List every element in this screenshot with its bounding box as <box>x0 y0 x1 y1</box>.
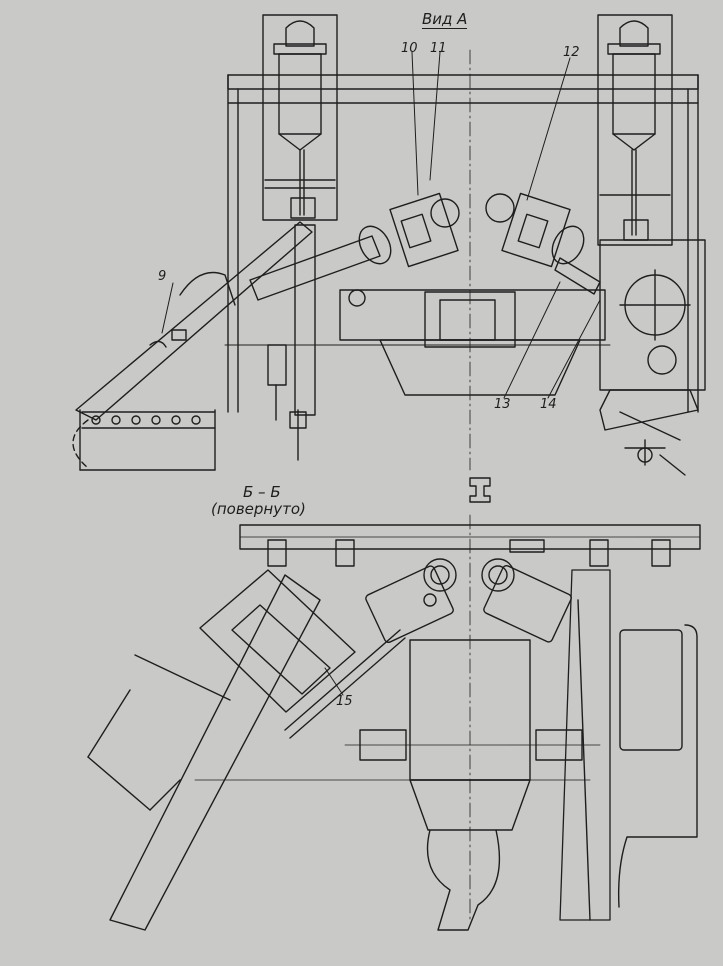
left-drilling-head <box>249 192 460 307</box>
view-a-drawing <box>72 14 706 503</box>
carriage-body <box>339 289 606 341</box>
hydraulic-link-15 <box>284 629 406 739</box>
left-conveyor-boom <box>72 221 313 471</box>
motor-housing <box>179 271 236 306</box>
right-drilling-head <box>485 192 601 295</box>
conveyor-rollers <box>91 415 201 425</box>
section-bb-subtitle: (повернуто) <box>211 500 306 518</box>
carriage-hopper <box>379 339 581 396</box>
frame-top-beam <box>227 74 699 90</box>
upper-clamps <box>267 539 671 567</box>
view-a-title: Вид А <box>422 10 468 29</box>
motor-guide-rail <box>109 574 321 931</box>
callout-15: 15 <box>336 694 353 709</box>
right-hydraulic-column <box>597 14 673 246</box>
leader-lines <box>161 51 601 696</box>
left-inclined-motor <box>87 569 356 931</box>
section-bb-title: Б – Б <box>243 483 281 501</box>
bb-left-head <box>365 558 457 644</box>
central-carriage <box>224 289 611 396</box>
cylinder-cap-left <box>285 20 315 47</box>
bb-right-head <box>481 558 572 643</box>
callout-10: 10 <box>401 41 418 56</box>
callout-13: 13 <box>494 397 511 412</box>
head-block-left <box>389 192 459 268</box>
motor-casing <box>199 569 356 713</box>
barrel-nozzle <box>426 829 501 931</box>
boom-arm <box>75 221 313 421</box>
rail <box>469 477 491 503</box>
head-block-right <box>501 192 571 268</box>
motor-frame <box>599 239 706 391</box>
section-bb-drawing <box>87 514 701 931</box>
left-pillar <box>267 224 316 461</box>
callout-12: 12 <box>563 45 580 60</box>
left-hydraulic-column <box>262 14 338 221</box>
right-motor <box>619 629 683 751</box>
head-arm-left <box>249 235 381 301</box>
lower-clamps <box>194 729 601 781</box>
callout-14: 14 <box>540 397 557 412</box>
right-motor-block <box>599 239 706 476</box>
callout-9: 9 <box>158 269 167 284</box>
cylinder-cap-right <box>619 20 649 47</box>
right-vertical-column <box>559 569 698 921</box>
callout-11: 11 <box>430 41 447 56</box>
